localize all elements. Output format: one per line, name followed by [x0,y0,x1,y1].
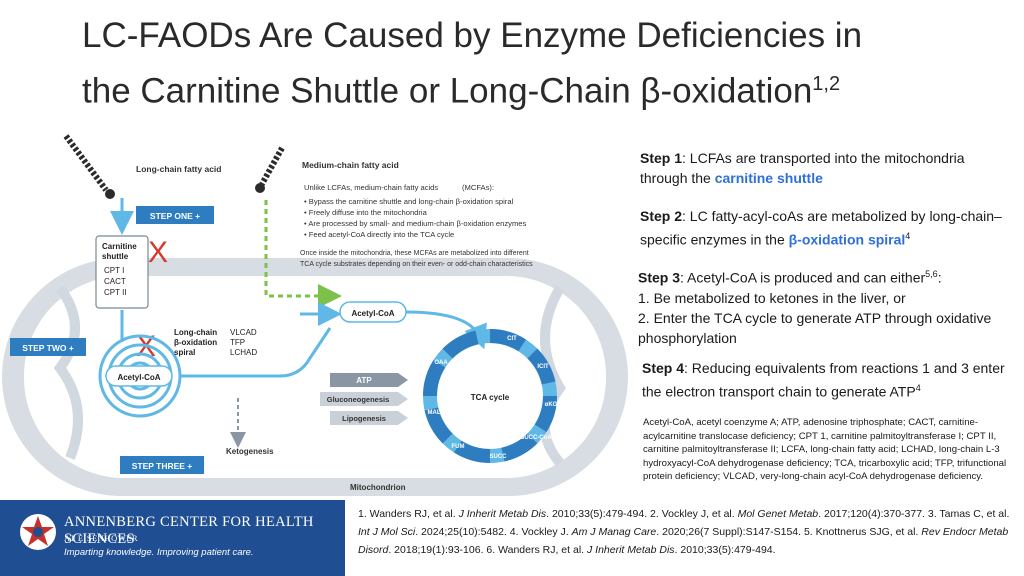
reference-4: 4. Vockley J. Am J Manag Care. 2020;26(7… [509,526,804,538]
spiral-label-2: β-oxidation [174,338,217,347]
tca-oaa: OAA [434,360,448,366]
step-4: Step 4: Reducing equivalents from reacti… [642,358,1012,402]
gluconeogenesis-label: Gluconeogenesis [327,395,390,404]
tca-akg: αKG [545,402,558,408]
mcfa-note-line-2: TCA cycle substrates depending on their … [300,261,533,268]
step-4-label: Step 4 [642,360,685,376]
tca-icit: ICIT [537,364,549,370]
page-title: LC-FAODs Are Caused by Enzyme Deficienci… [82,12,982,116]
step-1-highlight: carnitine shuttle [714,170,823,186]
mcfa-intro-abbrev: (MCFAs): [462,183,494,192]
mcfa-bullet-3: • Are processed by small- and medium-cha… [304,219,526,228]
reference-2: 2. Vockley J, et al. Mol Genet Metab. 20… [650,508,928,520]
reference-1: 1. Wanders RJ, et al. J Inherit Metab Di… [358,508,651,520]
step-two-label: STEP TWO + [22,343,74,353]
gluconeogenesis-product: Gluconeogenesis [320,392,408,406]
step-1: Step 1: LCFAs are transported into the m… [640,148,1010,188]
carnitine-deficiency-x: X [148,236,168,269]
step-one-label: STEP ONE + [150,211,200,221]
title-line-2-text: the Carnitine Shuttle or Long-Chain β-ox… [82,71,813,111]
lipogenesis-label: Lipogenesis [342,414,386,423]
mcfa-bullet-2: • Freely diffuse into the mitochondria [304,208,428,217]
carnitine-title-1: Carnitine [102,242,137,251]
logo-name: ANNENBERG CENTER FOR HEALTH SCIENCES [64,514,314,547]
tca-succ-coa: SUCC-CoA [520,435,552,441]
spiral-enzyme-tfp: TFP [230,338,245,347]
acetyl-coa-spiral-label: Acetyl-CoA [117,373,160,382]
title-line-2: the Carnitine Shuttle or Long-Chain β-ox… [82,60,982,116]
step-2-citation: 4 [905,231,911,241]
reference-6: 6. Wanders RJ, et al. J Inherit Metab Di… [486,544,776,556]
step-3-label: Step 3 [638,269,681,286]
atp-label: ATP [356,376,372,385]
step-3-citation: 5,6 [925,269,938,279]
step-2-highlight: β-oxidation spiral [788,231,906,248]
long-chain-label: Long-chain fatty acid [136,164,221,174]
ketogenesis-label: Ketogenesis [226,447,274,456]
fatty-acid-oxidation-diagram: Long-chain fatty acid Medium-chain fatty… [0,128,630,500]
step-3-text: : Acetyl-CoA is produced and can either [680,269,926,286]
abbreviations-footnote: Acetyl-CoA, acetyl coenzyme A; ATP, aden… [643,417,1007,482]
mcfa-bullets: • Bypass the carnitine shuttle and long-… [304,197,526,239]
step-4-text: : Reducing equivalents from reactions 1 … [642,360,1005,400]
lipogenesis-product: Lipogenesis [330,411,408,425]
acetyl-coa-top-node: Acetyl-CoA [339,301,407,323]
carnitine-enzyme-cpt1: CPT I [104,266,124,275]
tca-intermediates: CIT ICIT αKG SUCC-CoA SUCC FUM MAL OAA [428,336,558,460]
atp-product: ATP [330,373,408,387]
mcfa-intro: Unlike LCFAs, medium-chain fatty acids [304,183,438,192]
step-one-button[interactable]: STEP ONE + [136,206,214,224]
tca-succ: SUCC [489,454,507,460]
step-two-button[interactable]: STEP TWO + [10,338,86,356]
mcfa-note-line-1: Once inside the mitochondria, these MCFA… [300,250,529,257]
carnitine-enzyme-cact: CACT [104,277,126,286]
step-2-label: Step 2 [640,208,683,224]
tca-cycle-ring [423,329,557,463]
step-three-button[interactable]: STEP THREE + [120,456,204,474]
carnitine-enzyme-cpt2: CPT II [104,288,127,297]
acetyl-coa-spiral-node: Acetyl-CoA [105,365,173,387]
reference-3: 3. Tamas C, et al. Int J Mol Sci. 2024;2… [358,508,1010,538]
step-4-citation: 4 [915,383,921,393]
step-1-text: : LCFAs are transported into the mitocho… [640,150,965,186]
medium-chain-fatty-acid-molecule [255,146,285,193]
carnitine-shuttle-box: Carnitine shuttle CPT I CACT CPT II [95,235,149,309]
tca-cycle-label: TCA cycle [471,393,510,402]
medium-chain-label: Medium-chain fatty acid [302,160,399,170]
mitochondrion-membrane [2,258,628,496]
step-three-label: STEP THREE + [132,461,193,471]
step-2-text: : LC fatty-acyl-coAs are metabolized by … [640,208,1002,248]
mitochondrion-label: Mitochondrion [350,483,406,492]
tca-mal: MAL [428,410,441,416]
title-line-1: LC-FAODs Are Caused by Enzyme Deficienci… [82,16,863,55]
spiral-enzyme-lchad: LCHAD [230,348,257,357]
reference-5: 5. Knottnerus SJG, et al. Rev Endocr Met… [358,526,1009,556]
spiral-enzyme-vlcad: VLCAD [230,328,257,337]
spiral-label-3: spiral [174,348,195,357]
title-citation: 1,2 [812,73,841,95]
spiral-label-1: Long-chain [174,328,217,337]
acetyl-coa-top-label: Acetyl-CoA [351,309,394,318]
mcfa-bullet-1: • Bypass the carnitine shuttle and long-… [304,197,514,206]
step-2: Step 2: LC fatty-acyl-coAs are metaboliz… [640,206,1010,250]
step-1-label: Step 1 [640,150,683,166]
tca-cit: CIT [507,336,517,342]
logo-tagline: Imparting knowledge. Improving patient c… [64,547,254,558]
carnitine-title-2: shuttle [102,252,129,261]
step-3-heading: Step 3: Acetyl-CoA is produced and can e… [638,269,942,286]
annenberg-logo: ANNENBERG CENTER FOR HEALTH SCIENCES AT … [0,500,345,576]
tca-fum: FUM [452,444,465,450]
long-chain-fatty-acid-molecule [63,134,115,199]
star-emblem-icon [20,514,56,550]
step-3: Step 3: Acetyl-CoA is produced and can e… [638,264,1008,348]
references: 1. Wanders RJ, et al. J Inherit Metab Di… [358,505,1018,559]
logo-subtitle: AT EISENHOWER [64,533,139,543]
step-3-option-2: 2. Enter the TCA cycle to generate ATP t… [638,309,992,346]
mcfa-bullet-4: • Feed acetyl-CoA directly into the TCA … [304,230,454,239]
step-3-option-1: 1. Be metabolized to ketones in the live… [638,289,906,306]
